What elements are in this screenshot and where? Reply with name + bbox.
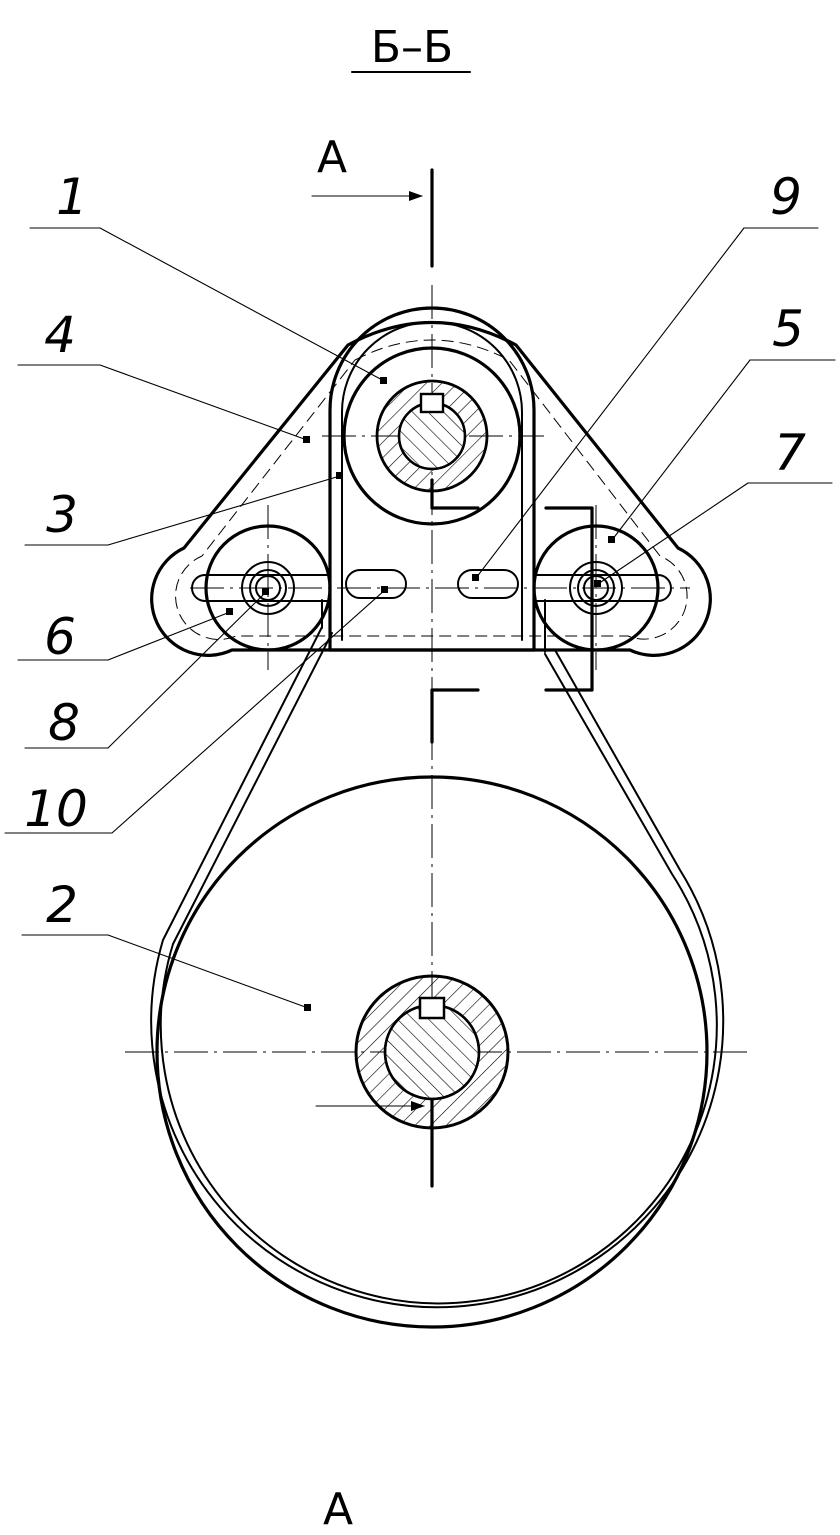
right-roller-bushing <box>569 561 623 615</box>
callout-10: 10 <box>24 780 88 838</box>
leader-2 <box>107 934 309 1009</box>
right-roller <box>532 524 672 652</box>
leader-9 <box>475 227 745 579</box>
leader-8 <box>107 591 267 749</box>
cut-bb-upper-left <box>430 478 480 510</box>
leader-1-dot <box>380 377 387 384</box>
left-roller <box>191 524 332 652</box>
section-cut-bb <box>430 478 594 744</box>
callout-7: 7 <box>774 424 806 482</box>
left-roller-slot <box>191 574 331 602</box>
housing-outline <box>150 320 712 657</box>
bracket-slot-left <box>345 569 407 599</box>
callout-2: 2 <box>46 876 78 934</box>
upper-pulley <box>342 346 522 526</box>
bracket-outline <box>328 306 536 652</box>
leader-3-dot <box>336 472 343 479</box>
leader-4-dot <box>303 436 310 443</box>
leader-1 <box>99 227 385 382</box>
belt-outer <box>150 626 725 1309</box>
callout-1: 1 <box>56 168 88 226</box>
section-marker-bottom: А <box>315 1090 434 1535</box>
callout-6: 6 <box>44 608 76 666</box>
leader-10 <box>111 589 386 834</box>
callout-3: 3 <box>46 486 78 544</box>
leader-6-dot <box>226 608 233 615</box>
left-roller-bushing <box>241 561 295 615</box>
right-roller-axle-outer <box>577 569 615 607</box>
upper-pulley-rim <box>342 346 522 526</box>
leader-6 <box>107 611 231 661</box>
leader-5-dot <box>608 536 615 543</box>
right-roller-rim <box>532 524 660 652</box>
callout-8: 8 <box>48 694 80 752</box>
callouts: 1 4 3 6 8 10 2 9 <box>4 168 836 1011</box>
section-title: Б–Б <box>351 22 471 73</box>
leader-2-dot <box>304 1004 311 1011</box>
section-marker-top: А <box>311 132 434 268</box>
cut-bb-lower <box>430 688 480 744</box>
callout-9: 9 <box>770 168 802 226</box>
callout-5: 5 <box>772 300 804 358</box>
leader-4 <box>99 364 308 441</box>
leader-7 <box>597 482 749 585</box>
leader-5 <box>611 359 751 541</box>
leader-10-dot <box>381 586 388 593</box>
bracket <box>328 306 536 652</box>
upper-pulley-key <box>419 392 445 414</box>
left-roller-axle <box>255 575 281 601</box>
leader-3 <box>107 475 341 546</box>
belt <box>150 626 725 1309</box>
housing-plate <box>150 320 712 657</box>
section-marker-bottom-label: А <box>323 1484 353 1535</box>
belt-inner <box>159 632 718 1305</box>
large-pulley-key <box>418 996 446 1020</box>
section-marker-top-label: А <box>317 132 347 183</box>
leader-8-dot <box>262 588 269 595</box>
callout-4: 4 <box>44 306 76 364</box>
housing-hidden-outline <box>175 339 688 640</box>
leader-9-dot <box>472 574 479 581</box>
left-roller-axle-outer <box>249 569 287 607</box>
left-roller-rim <box>204 524 332 652</box>
bracket-slot-right <box>457 569 519 599</box>
leader-7-dot <box>594 580 601 587</box>
section-title-text: Б–Б <box>371 22 453 73</box>
bracket-inner-outline <box>341 321 523 641</box>
cut-bb-right <box>544 506 594 692</box>
belt-roller-segments <box>321 599 546 653</box>
large-pulley-rim <box>155 775 709 1329</box>
right-roller-axle <box>583 575 609 601</box>
large-pulley <box>155 775 709 1329</box>
